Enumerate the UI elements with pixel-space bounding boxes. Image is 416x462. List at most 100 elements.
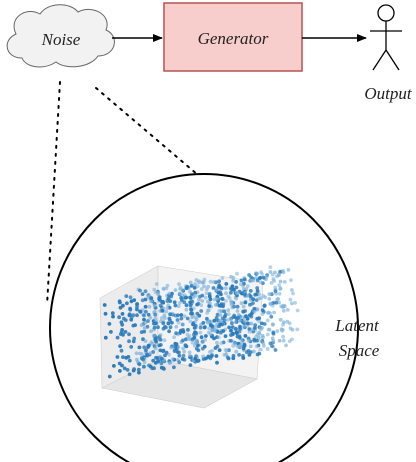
scatter-point: [215, 297, 219, 301]
scatter-point: [231, 353, 236, 358]
scatter-point: [148, 299, 153, 303]
scatter-point: [142, 317, 146, 322]
scatter-point: [281, 338, 286, 343]
scatter-point: [295, 308, 300, 313]
scatter-point: [182, 357, 187, 362]
scatter-point: [169, 345, 174, 350]
scatter-point: [257, 316, 261, 321]
scatter-point: [213, 303, 218, 307]
scatter-point: [154, 282, 159, 286]
scatter-point: [201, 354, 206, 359]
scatter-point: [212, 318, 217, 323]
scatter-point: [214, 354, 219, 358]
scatter-point: [164, 350, 169, 355]
scatter-point: [153, 321, 158, 326]
scatter-point: [216, 291, 221, 295]
scatter-point: [137, 362, 142, 367]
scatter-point: [146, 345, 151, 349]
scatter-point: [217, 279, 222, 284]
scatter-point: [277, 338, 282, 343]
scatter-point: [246, 349, 251, 353]
scatter-point: [234, 285, 239, 290]
scatter-point: [148, 351, 153, 356]
scatter-point: [174, 324, 179, 329]
scatter-point: [235, 309, 240, 313]
scatter-point: [146, 319, 150, 323]
scatter-point: [255, 332, 260, 337]
scatter-point: [188, 353, 192, 358]
scatter-point: [179, 328, 183, 333]
scatter-point: [271, 277, 276, 281]
scatter-point: [222, 353, 227, 357]
scatter-point: [154, 336, 159, 340]
scatter-point: [219, 286, 224, 291]
scatter-point: [242, 344, 247, 348]
scatter-point: [217, 283, 222, 288]
scatter-point: [121, 355, 125, 359]
scatter-point: [131, 339, 136, 344]
scatter-point: [158, 333, 163, 337]
scatter-point: [243, 334, 248, 338]
scatter-point: [147, 304, 152, 309]
scatter-point: [172, 300, 177, 305]
scatter-point: [189, 308, 194, 312]
scatter-point: [143, 339, 148, 343]
scatter-point: [102, 303, 107, 307]
scatter-point: [212, 328, 217, 332]
scatter-point: [211, 286, 216, 290]
scatter-point: [128, 307, 133, 312]
scatter-point: [234, 280, 239, 284]
scatter-point: [273, 270, 277, 275]
scatter-point: [123, 330, 128, 334]
scatter-point: [215, 340, 219, 345]
scatter-point: [200, 280, 205, 285]
scatter-point: [214, 316, 219, 320]
scatter-point: [192, 335, 197, 340]
scatter-point: [274, 300, 279, 305]
scatter-point: [120, 363, 124, 368]
scatter-point: [111, 314, 115, 319]
scatter-point: [211, 280, 216, 284]
scatter-point: [279, 304, 284, 309]
scatter-point: [273, 285, 278, 290]
scatter-point: [194, 278, 199, 282]
scatter-point: [184, 303, 189, 308]
scatter-point: [164, 286, 169, 291]
scatter-point: [188, 363, 193, 367]
scatter-point: [198, 330, 203, 335]
scatter-point: [224, 348, 229, 353]
scatter-point: [255, 289, 260, 293]
noise-label: Noise: [41, 30, 81, 49]
scatter-point: [153, 346, 158, 351]
scatter-point: [235, 271, 239, 276]
scatter-point: [277, 292, 282, 296]
scatter-point: [166, 296, 171, 301]
scatter-point: [199, 303, 204, 308]
scatter-point: [124, 355, 129, 360]
scatter-point: [199, 309, 204, 313]
scatter-point: [245, 321, 250, 326]
scatter-point: [254, 292, 259, 297]
scatter-point: [242, 325, 246, 329]
scatter-point: [260, 321, 264, 326]
scatter-point: [158, 337, 163, 342]
scatter-point: [241, 309, 246, 314]
scatter-point: [275, 329, 280, 333]
scatter-point: [253, 326, 257, 330]
scatter-point: [239, 291, 244, 296]
scatter-point: [176, 320, 181, 325]
scatter-point: [184, 344, 189, 349]
scatter-point: [179, 316, 184, 321]
scatter-point: [179, 296, 184, 300]
latent-scatter-plot: [99, 265, 300, 409]
scatter-point: [248, 344, 253, 349]
scatter-point: [218, 313, 223, 318]
scatter-point: [207, 292, 212, 296]
scatter-point: [193, 323, 198, 328]
scatter-point: [162, 367, 166, 371]
scatter-point: [251, 301, 255, 305]
scatter-point: [289, 278, 293, 282]
scatter-point: [216, 335, 221, 340]
scatter-point: [252, 306, 257, 311]
scatter-point: [142, 360, 147, 365]
